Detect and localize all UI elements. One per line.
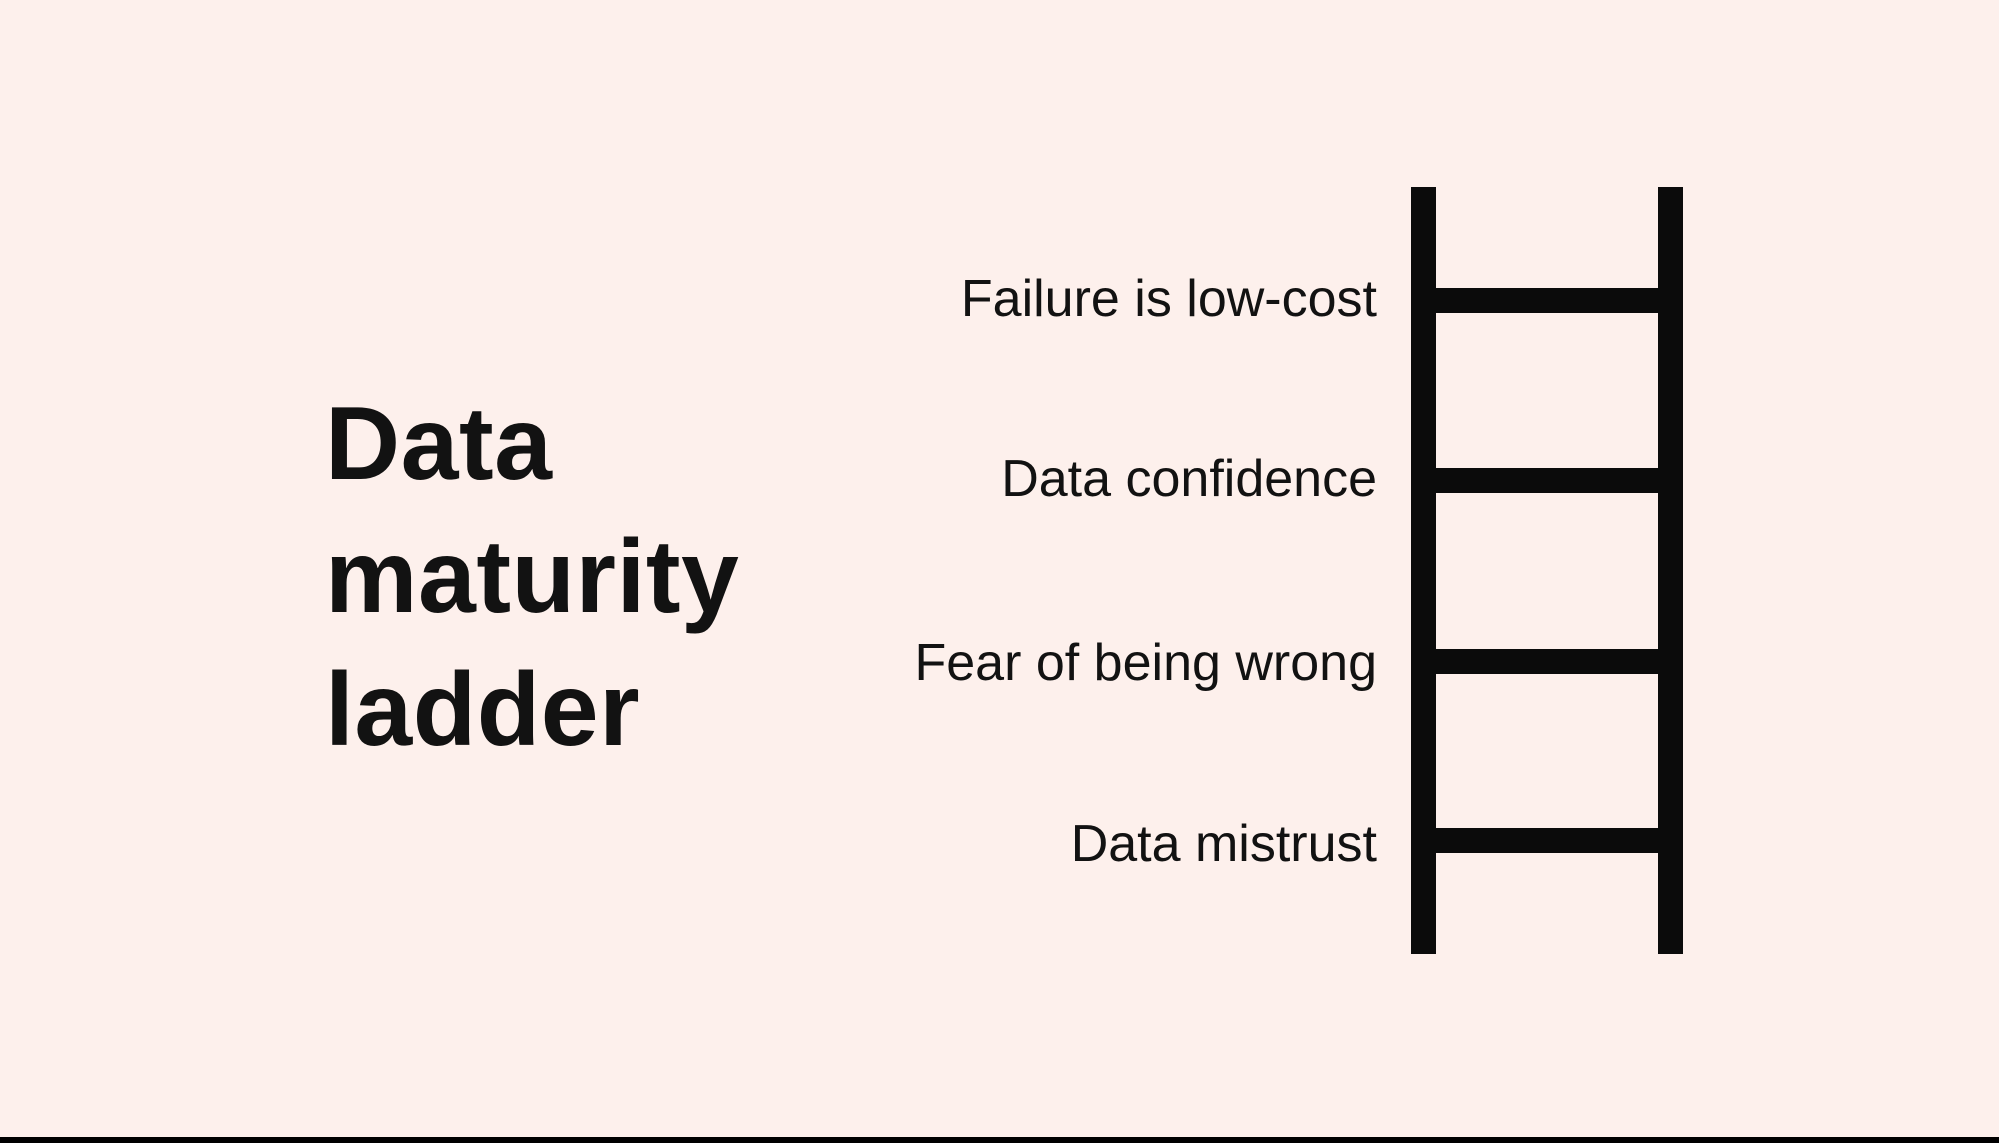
ladder-rung-4 bbox=[1411, 828, 1683, 853]
ladder-label-data-mistrust: Data mistrust bbox=[1070, 815, 1377, 873]
ladder-label-failure-is-low-cost: Failure is low-cost bbox=[960, 270, 1377, 328]
page-title: Data maturity ladder bbox=[325, 378, 739, 777]
bottom-edge-bar bbox=[0, 1137, 1999, 1143]
ladder-label-data-confidence: Data confidence bbox=[1001, 450, 1377, 508]
title-line-1: Data bbox=[325, 386, 553, 502]
ladder-rung-1 bbox=[1411, 288, 1683, 313]
ladder-rung-3 bbox=[1411, 649, 1683, 674]
title-line-3: ladder bbox=[325, 652, 641, 768]
ladder-icon bbox=[1411, 187, 1683, 954]
title-line-2: maturity bbox=[325, 519, 740, 635]
ladder-rung-2 bbox=[1411, 468, 1683, 493]
ladder-label-fear-of-being-wrong: Fear of being wrong bbox=[914, 634, 1378, 692]
ladder-right-rail bbox=[1658, 187, 1683, 954]
ladder-left-rail bbox=[1411, 187, 1436, 954]
